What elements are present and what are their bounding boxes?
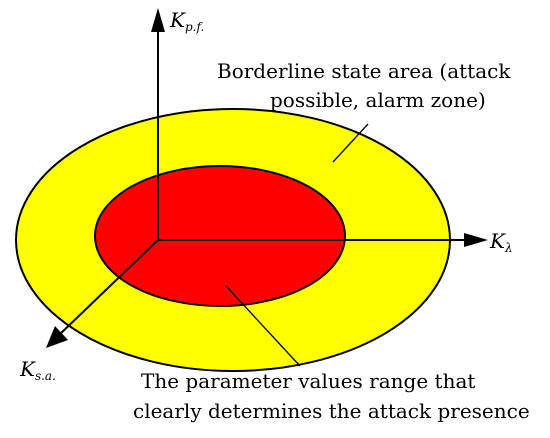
outer-area-label-line1: Borderline state area (attack	[217, 59, 511, 83]
horizontal-axis-arrowhead	[464, 233, 488, 247]
outer-area-leader-line	[332, 123, 369, 163]
inner-area-label-line1: The parameter values range that	[141, 369, 475, 393]
horizontal-axis-label: Kλ	[489, 229, 513, 255]
diagonal-axis	[57, 239, 159, 337]
inner-area-label-line2: clearly determines the attack presence	[133, 399, 530, 423]
outer-area-label-line2: possible, alarm zone)	[270, 88, 486, 112]
diagonal-axis-arrowhead	[46, 326, 68, 348]
vertical-axis-label: Kp.f.	[169, 8, 204, 34]
vertical-axis-arrowhead	[151, 8, 165, 32]
inner-area-leader-line	[225, 285, 301, 367]
inner-area-ellipse	[94, 165, 346, 307]
diagonal-axis-label: Ks.a.	[19, 357, 56, 383]
